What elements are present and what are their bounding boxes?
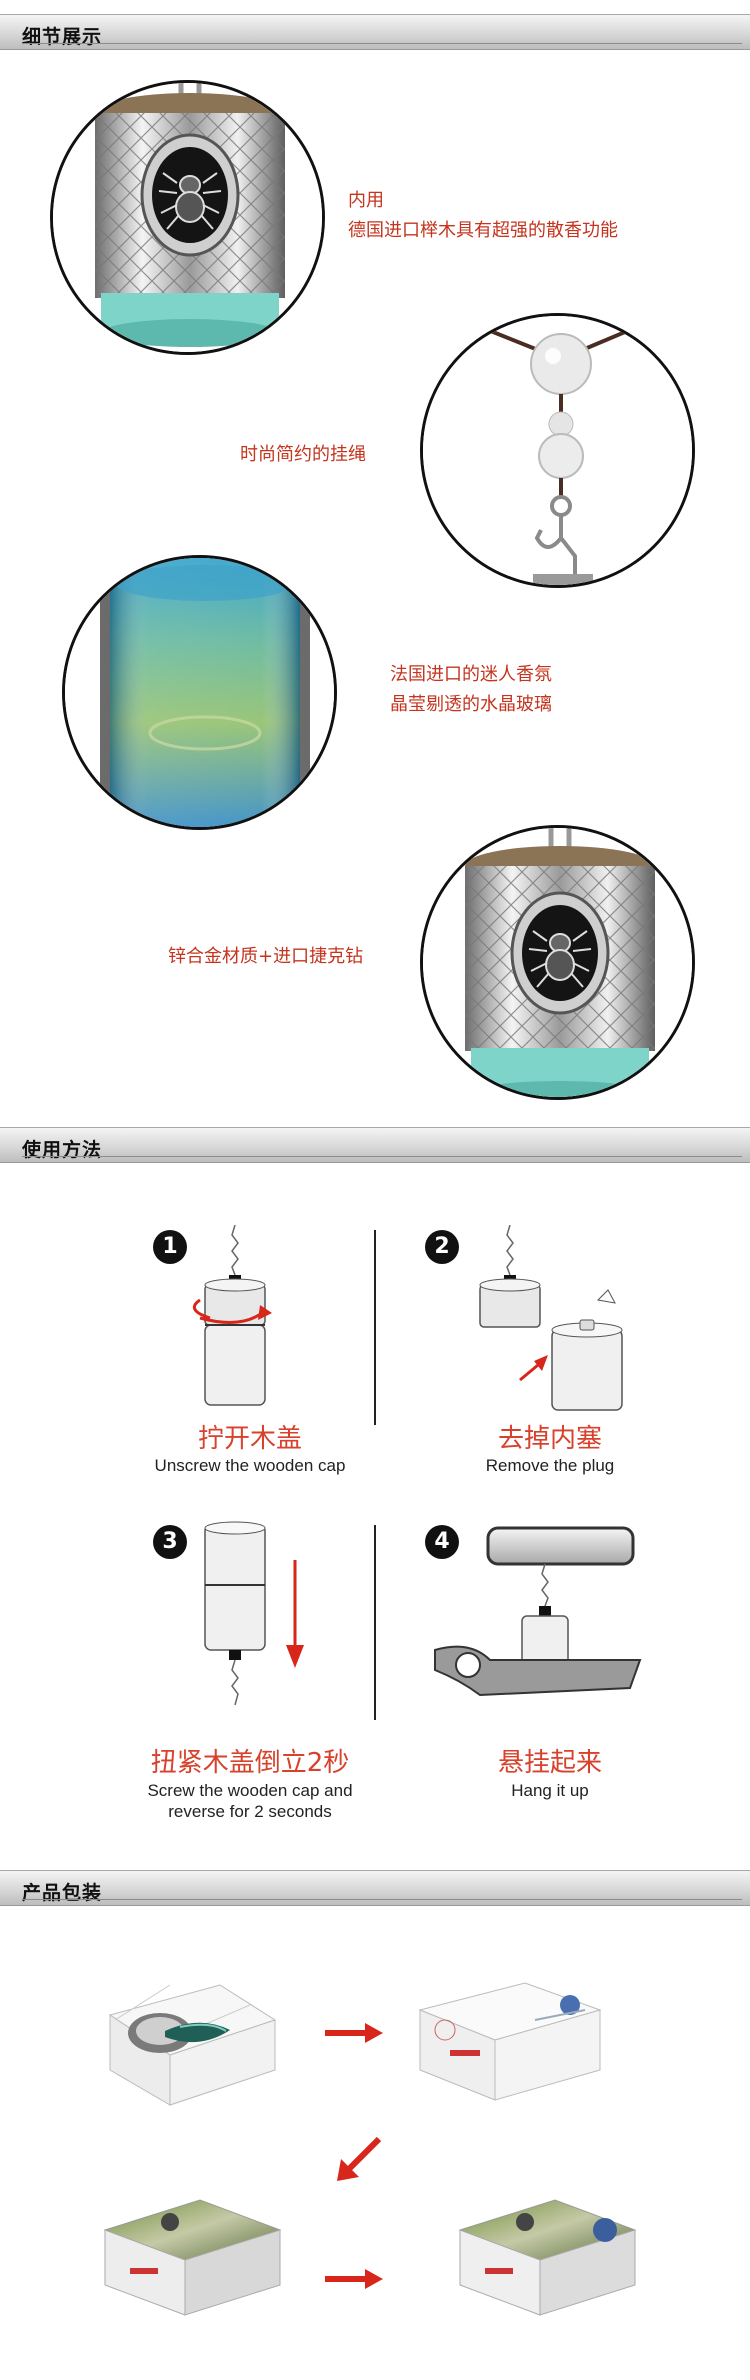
section-title: 细节展示 <box>22 26 103 48</box>
detail-text-1: 内用 德国进口榉木具有超强的散香功能 <box>348 186 618 246</box>
right-arrow-icon <box>325 2023 383 2043</box>
step1-illustration <box>192 1225 272 1406</box>
step3-illustration <box>204 1521 304 1706</box>
detail-image-glass <box>62 555 337 830</box>
detail-line: 法国进口的迷人香氛 <box>390 664 552 685</box>
rotate-arrow-icon <box>192 1298 263 1324</box>
step-description: Remove the plug <box>485 1456 615 1475</box>
step-number: 4 <box>425 1525 459 1559</box>
section-header-package: 产品包装 <box>0 1870 750 1906</box>
step-description: Unscrew the wooden cap <box>154 1456 346 1475</box>
detail-line: 晶莹剔透的水晶玻璃 <box>390 694 552 715</box>
package-sleeve-box-2 <box>458 2199 637 2316</box>
detail-image-cap <box>50 80 325 355</box>
detail-line: 德国进口榉木具有超强的散香功能 <box>348 220 618 241</box>
detail-text-3: 法国进口的迷人香氛 晶莹剔透的水晶玻璃 <box>390 660 552 720</box>
step-description: Hang it up <box>511 1781 589 1800</box>
detail-text-2: 时尚简约的挂绳 <box>240 444 366 465</box>
cap-illustration <box>53 83 322 352</box>
step-title: 拧开木盖 <box>197 1424 302 1454</box>
package-closed-box <box>418 1982 602 2101</box>
section-header-usage: 使用方法 <box>0 1127 750 1163</box>
step4-illustration <box>434 1526 642 1697</box>
step-number: 2 <box>425 1230 459 1264</box>
glass-illustration <box>65 558 334 827</box>
detail-image-strap <box>420 313 695 588</box>
step-description: Screw the wooden cap and reverse for 2 s… <box>90 1780 410 1822</box>
right-arrow-icon <box>325 2269 383 2289</box>
step-title: 去掉内塞 <box>497 1424 602 1454</box>
divider <box>22 1899 742 1900</box>
step-divider <box>374 1230 376 1425</box>
spider-emblem-icon <box>528 930 592 988</box>
detail-line: 内用 <box>348 190 384 211</box>
down-arrow-icon <box>286 1560 304 1668</box>
step-title: 悬挂起来 <box>497 1748 602 1778</box>
step-title: 扭紧木盖倒立2秒 <box>150 1748 350 1778</box>
alloy-illustration <box>423 828 692 1097</box>
section-title: 使用方法 <box>22 1139 103 1161</box>
detail-image-alloy <box>420 825 695 1100</box>
step-description-line: Screw the wooden cap and <box>147 1781 353 1800</box>
step-description-line: reverse for 2 seconds <box>168 1802 332 1821</box>
step-divider <box>374 1525 376 1720</box>
package-sleeve-box <box>103 2199 282 2316</box>
step-number: 3 <box>153 1525 187 1559</box>
divider <box>22 43 742 44</box>
strap-illustration <box>423 316 692 585</box>
spider-emblem-icon <box>158 172 222 230</box>
step2-illustration <box>479 1225 623 1411</box>
package-open-box <box>108 1984 277 2106</box>
section-title: 产品包装 <box>22 1882 103 1904</box>
divider <box>22 1156 742 1157</box>
section-header-details: 细节展示 <box>0 14 750 50</box>
step-number: 1 <box>153 1230 187 1264</box>
down-left-arrow-icon <box>337 2136 382 2181</box>
detail-text-4: 锌合金材质+进口捷克钻 <box>168 946 364 967</box>
